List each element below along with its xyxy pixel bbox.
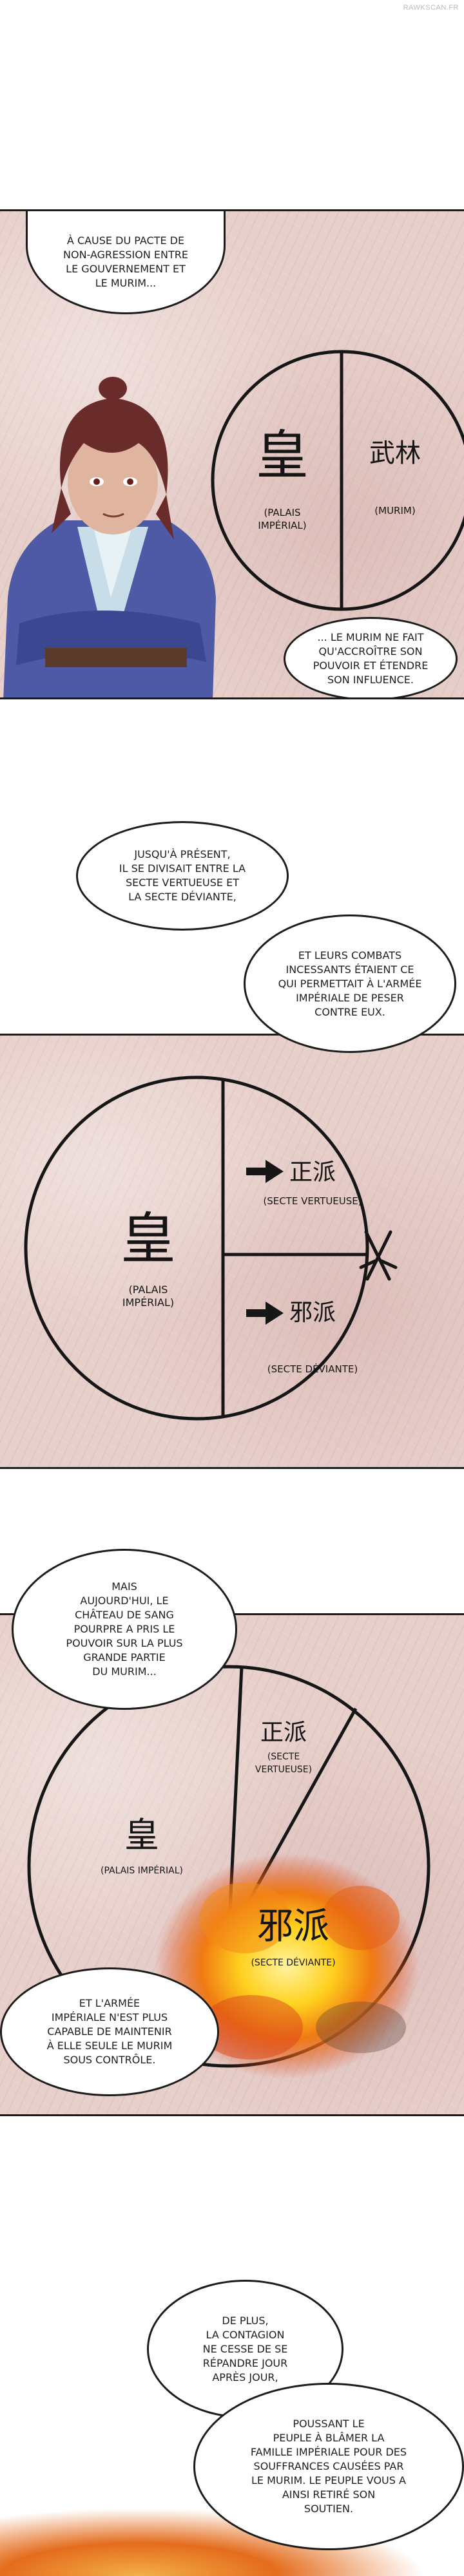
virtuous-sect-kanji: 正派: [289, 1159, 336, 1186]
panel-2-drawing: [24, 1075, 398, 1421]
arrow-icon-top: [246, 1160, 284, 1183]
imperial-caption: (PALAIS IMPÉRIAL): [258, 507, 307, 531]
murim-caption: (MURIM): [374, 505, 416, 516]
deviant-sect-kanji: 邪派: [257, 1906, 329, 1947]
imperial-kanji: 皇: [124, 1815, 159, 1855]
speech-bubble-blood-castle: MAIS AUJOURD'HUI, LE CHÂTEAU DE SANG POU…: [12, 1549, 237, 1710]
speech-bubble-narration-b: ET LEURS COMBATS INCESSANTS ÉTAIENT CE Q…: [244, 914, 456, 1053]
character-figure: [3, 377, 216, 697]
imperial-caption: (PALAIS IMPÉRIAL): [122, 1283, 175, 1309]
speech-text: MAIS AUJOURD'HUI, LE CHÂTEAU DE SANG POU…: [66, 1580, 183, 1678]
speech-text: JUSQU'À PRÉSENT, IL SE DIVISAIT ENTRE LA…: [119, 848, 246, 903]
virtuous-sect-caption: (SECTE VERTUEUSE): [263, 1195, 362, 1207]
imperial-caption: (PALAIS IMPÉRIAL): [101, 1866, 183, 1876]
speech-bubble-people-blame: POUSSANT LE PEUPLE À BLÂMER LA FAMILLE I…: [193, 2383, 464, 2550]
panel-1-drawing: [3, 350, 464, 697]
virtuous-sect-caption: (SECTE VERTUEUSE): [255, 1752, 313, 1775]
deviant-sect-caption: (SECTE DÉVIANTE): [267, 1363, 358, 1375]
virtuous-sect-kanji: 正派: [260, 1719, 307, 1746]
panel-2: 皇 (PALAIS IMPÉRIAL) 正派 (SECTE VERTUEUSE)…: [0, 1034, 464, 1469]
speech-bubble-narration-a: JUSQU'À PRÉSENT, IL SE DIVISAIT ENTRE LA…: [76, 821, 289, 931]
watermark: RAWKSCAN.FR: [403, 4, 459, 12]
speech-text: ET L'ARMÉE IMPÉRIALE N'EST PLUS CAPABLE …: [46, 1997, 173, 2066]
deviant-sect-caption: (SECTE DÉVIANTE): [251, 1958, 336, 1968]
panel-1: À CAUSE DU PACTE DE NON-AGRESSION ENTRE …: [0, 209, 464, 699]
speech-bubble-contagion: DE PLUS, LA CONTAGION NE CESSE DE SE RÉP…: [147, 2280, 343, 2418]
murim-kanji: 武林: [369, 439, 421, 468]
speech-text: À CAUSE DU PACTE DE NON-AGRESSION ENTRE …: [63, 234, 188, 289]
crossed-swords-icon: [359, 1230, 398, 1281]
speech-bubble-imperial-army: ET L'ARMÉE IMPÉRIALE N'EST PLUS CAPABLE …: [0, 1967, 219, 2096]
sect-circle: [24, 1075, 369, 1421]
imperial-kanji: 皇: [121, 1207, 176, 1271]
speech-bubble-bottom: ... LE MURIM NE FAIT QU'ACCROÎTRE SON PO…: [284, 617, 458, 697]
arrow-icon-bottom: [246, 1302, 284, 1325]
speech-text: ... LE MURIM NE FAIT QU'ACCROÎTRE SON PO…: [313, 631, 429, 686]
imperial-kanji: 皇: [255, 425, 309, 486]
deviant-sect-kanji: 邪派: [289, 1300, 336, 1326]
speech-text: ET LEURS COMBATS INCESSANTS ÉTAIENT CE Q…: [278, 949, 422, 1018]
panel-3-drawing: [27, 1665, 430, 2079]
fire-burst: [155, 1853, 419, 2079]
speech-text: DE PLUS, LA CONTAGION NE CESSE DE SE RÉP…: [202, 2314, 288, 2383]
speech-text: POUSSANT LE PEUPLE À BLÂMER LA FAMILLE I…: [250, 2418, 407, 2515]
